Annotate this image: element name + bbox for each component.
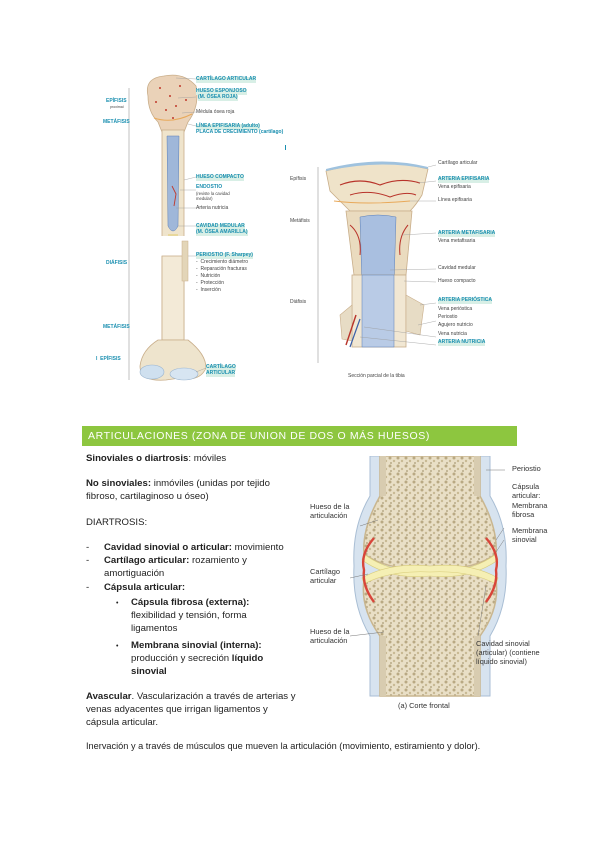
periostio-item: - Nutrición <box>196 273 221 279</box>
joint-figure: Periostio Cápsula articular: Membrana fi… <box>300 456 560 718</box>
label-diafisis: DIÁFISIS <box>106 260 128 266</box>
section-banner: ARTICULACIONES (ZONA DE UNION DE DOS O M… <box>82 426 517 446</box>
periostio-item: - Reparación fracturas <box>196 266 247 272</box>
sub-capsula-fibrosa-1: Cápsula fibrosa (externa): <box>131 597 250 608</box>
item-cartilago-articular-2: amortiguación <box>104 568 165 579</box>
tibia-label: Vena nutricia <box>438 331 467 337</box>
inervacion-line: Inervación y a través de músculos que mu… <box>86 741 481 751</box>
tibia-label: Cartílago articular <box>438 160 478 166</box>
stray-mark <box>285 145 286 150</box>
tibia-label: Vena perióstica <box>438 306 473 312</box>
bullet-1: • <box>116 600 119 607</box>
periostio-item: - Protección <box>196 280 225 286</box>
tibia-figure: Epífisis Metáfisis Diáfisis Cartílago ar… <box>290 155 510 385</box>
joint-label-cavidad-1: Cavidad sinovial <box>476 639 530 648</box>
avascular-1: Avascular. Vascularización a través de a… <box>86 691 296 702</box>
label-placa-crecimiento: PLACA DE CRECIMIENTO (cartílago) <box>196 129 284 135</box>
sub-capsula-fibrosa-3: ligamentos <box>131 623 178 634</box>
tibia-label: Cavidad medular <box>438 265 476 271</box>
joint-label-cavidad-3: líquido sinovial) <box>476 657 527 666</box>
avascular-2: venas adyacentes que irrigan ligamentos … <box>86 704 268 715</box>
label-endostio-sub2: medular) <box>196 196 213 201</box>
label-arteria-nutricia: Arteria nutricia <box>196 205 229 211</box>
joint-label-membrana-sinovial-2: sinovial <box>512 535 537 544</box>
joint-label-membrana-sinovial-1: Membrana <box>512 526 548 535</box>
periostio-item: - Inserción <box>196 287 221 293</box>
joint-label-membrana-fibrosa-1: Membrana <box>512 501 548 510</box>
line-sinoviales: Sinoviales o diartrosis: móviles <box>86 453 227 464</box>
label-periostio: PERIOSTIO (F. Sharpey) <box>196 252 253 259</box>
joint-illustration <box>349 456 507 697</box>
sub-capsula-fibrosa-2: flexibilidad y tensión, forma <box>131 610 247 621</box>
label-hueso-compacto: HUESO COMPACTO <box>196 174 244 181</box>
tibia-label: Agujero nutricio <box>438 322 473 328</box>
joint-caption: (a) Corte frontal <box>398 701 450 710</box>
joint-label-membrana-fibrosa-2: fibrosa <box>512 510 535 519</box>
tibia-label-diafisis: Diáfisis <box>290 299 307 305</box>
tibia-label: ARTERIA METAFISARIA <box>438 230 496 237</box>
joint-label-hueso-bottom-1: Hueso de la <box>310 627 350 636</box>
item-cartilago-articular-1: Cartílago articular: rozamiento y <box>104 555 247 566</box>
joint-label-capsula-1: Cápsula <box>512 482 540 491</box>
tibia-caption: Sección parcial de la tibia <box>348 373 405 379</box>
joint-label-cartilago-2: articular <box>310 576 337 585</box>
label-metafisis-bottom: METÁFISIS <box>103 324 130 330</box>
label-cartilago-bottom-1: CARTÍLAGO <box>206 364 236 371</box>
dash-2: - <box>86 555 90 566</box>
joint-label-capsula-2: articular: <box>512 491 541 500</box>
tibia-label: Periostio <box>438 314 458 320</box>
joint-label-hueso-top-1: Hueso de la <box>310 502 350 511</box>
label-endostio-sub1: (reviste la cavidad <box>196 191 230 196</box>
tibia-label: ARTERIA PERIÓSTICA <box>438 297 492 304</box>
joint-label-periostio: Periostio <box>512 464 541 473</box>
item-cavidad-sinovial: Cavidad sinovial o articular: movimiento <box>104 542 284 553</box>
joint-label-cartilago-1: Cartílago <box>310 567 340 576</box>
line-no-sinoviales-1: No sinoviales: inmóviles (unidas por tej… <box>86 478 270 489</box>
dash-1: - <box>86 542 90 553</box>
label-endostio: ENDOSTIO <box>196 184 223 190</box>
tibia-label: ARTERIA NUTRICIA <box>438 339 486 346</box>
label-epifisis-bottom: I EPÍFISIS <box>96 356 121 362</box>
tibia-label-epifisis: Epífisis <box>290 176 307 182</box>
long-bone-figure: EPÍFISIS proximal METÁFISIS DIÁFISIS MET… <box>96 66 296 384</box>
bullet-2: • <box>116 643 119 650</box>
label-epifisis-top: EPÍFISIS <box>106 98 127 104</box>
sub-membrana-sinovial-2: producción y secreción líquido <box>131 653 264 664</box>
label-cavidad-medular: CAVIDAD MEDULAR <box>196 223 245 230</box>
label-hueso-esponjoso: HUESO ESPONJOSO <box>196 88 247 95</box>
bracket-mark: I <box>96 356 101 362</box>
tibia-illustration <box>317 161 437 363</box>
tibia-label: Hueso compacto <box>438 278 476 284</box>
tibia-label: Vena metafisaria <box>438 238 476 244</box>
avascular-3: cápsula articular. <box>86 717 158 728</box>
tibia-label: Línea epifisaria <box>438 197 472 203</box>
item-capsula-articular: Cápsula articular: <box>104 582 186 593</box>
long-bone-illustration <box>128 74 207 381</box>
tibia-label: Vena epifisaria <box>438 184 471 190</box>
label-medula-osea-roja: Médula ósea roja <box>196 109 235 115</box>
label-cartilago-bottom-2: ARTICULAR <box>206 370 236 377</box>
label-osea-roja: (M. ÓSEA ROJA) <box>198 94 238 101</box>
label-linea-epifisaria: LÍNEA EPIFISARIA (adulto) <box>196 123 260 130</box>
label-cartilago-articular-top: CARTÍLAGO ARTICULAR <box>196 76 257 83</box>
label-metafisis-top: METÁFISIS <box>103 119 130 125</box>
joint-label-hueso-top-2: articulación <box>310 511 348 520</box>
tibia-label-metafisis: Metáfisis <box>290 218 310 224</box>
joint-label-cavidad-2: (articular) (contiene <box>476 648 540 657</box>
dash-3: - <box>86 582 90 593</box>
tibia-right-labels: Cartílago articular ARTERIA EPIFISARIA V… <box>438 160 510 361</box>
label-osea-amarilla: (M. ÓSEA AMARILLA) <box>196 229 248 236</box>
tibia-label: ARTERIA EPIFISARIA <box>438 176 490 183</box>
line-no-sinoviales-2: fibroso, cartilaginoso u óseo) <box>86 491 209 502</box>
sub-membrana-sinovial-3: sinovial <box>131 666 167 677</box>
joint-label-hueso-bottom-2: articulación <box>310 636 348 645</box>
label-epifisis-top-sub: proximal <box>110 105 124 109</box>
line-diartrosis: DIARTROSIS: <box>86 517 148 528</box>
periostio-item: - Crecimiento diámetro <box>196 259 248 265</box>
sub-membrana-sinovial-1: Membrana sinovial (interna): <box>131 640 262 651</box>
